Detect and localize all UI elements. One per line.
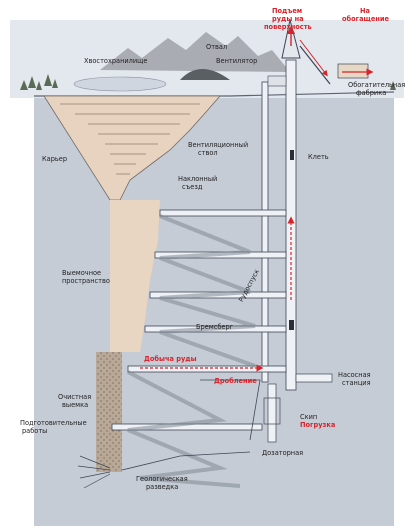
label-ore-mining: Добыча руды	[144, 355, 197, 363]
label-dosing: Дозаторная	[262, 449, 304, 457]
label-preparatory-1: Подготовительные	[20, 419, 87, 427]
label-ore-lift-3: поверхность	[264, 23, 312, 31]
label-loading: Погрузка	[300, 421, 336, 429]
label-preparatory-2: работы	[22, 427, 48, 435]
label-inclined-1: Наклонный	[178, 175, 218, 183]
trees	[20, 74, 396, 90]
drill-spray	[77, 455, 111, 489]
label-plant-1: Обогатительная	[348, 81, 406, 89]
label-to-processing-1: На	[360, 7, 370, 15]
label-stope-1: Выемочное	[62, 269, 102, 277]
label-ventilator: Вентилятор	[216, 57, 258, 65]
label-pump-1: Насосная	[338, 371, 371, 379]
cage-box	[290, 150, 294, 160]
ventilator-building	[267, 75, 287, 87]
label-skip: Скип	[300, 413, 318, 421]
vent-shaft	[261, 81, 269, 383]
inclined-drifts	[159, 214, 256, 368]
label-ore-lift-1: Подъем	[272, 7, 303, 15]
label-stope-2: пространство	[62, 277, 110, 285]
label-vent-shaft-1: Вентиляционный	[188, 141, 249, 149]
label-quarry: Карьер	[42, 155, 68, 163]
label-inclined-2: съезд	[182, 183, 203, 191]
label-pump-2: станция	[342, 379, 371, 387]
lower-zigzag-drifts	[127, 370, 241, 488]
label-dump: Отвал	[206, 43, 228, 51]
label-cage: Клеть	[308, 153, 329, 161]
label-treatment-1: Очистная	[58, 393, 92, 401]
mountains	[100, 32, 290, 72]
skip-box	[289, 320, 294, 330]
tailings-pond	[73, 76, 167, 92]
label-crushing: Дробление	[214, 377, 257, 385]
label-vent-shaft-2: ствол	[198, 149, 218, 157]
label-to-processing-2: обогащение	[342, 15, 389, 23]
label-ore-lift-2: руды на	[272, 15, 304, 23]
label-geology-2: разведка	[146, 483, 179, 491]
label-geology-1: Геологическая	[136, 475, 188, 483]
pump-station	[295, 373, 333, 383]
ore-body	[110, 200, 160, 352]
quarry-benches	[60, 103, 200, 175]
processing-plant	[337, 63, 369, 79]
label-tailings: Хвостохранилище	[84, 57, 148, 65]
label-treatment-2: выемка	[62, 401, 89, 409]
label-plant-2: фабрика	[356, 89, 387, 97]
label-bremsberg: Бремсберг	[196, 323, 234, 331]
dump-heap	[180, 69, 230, 80]
